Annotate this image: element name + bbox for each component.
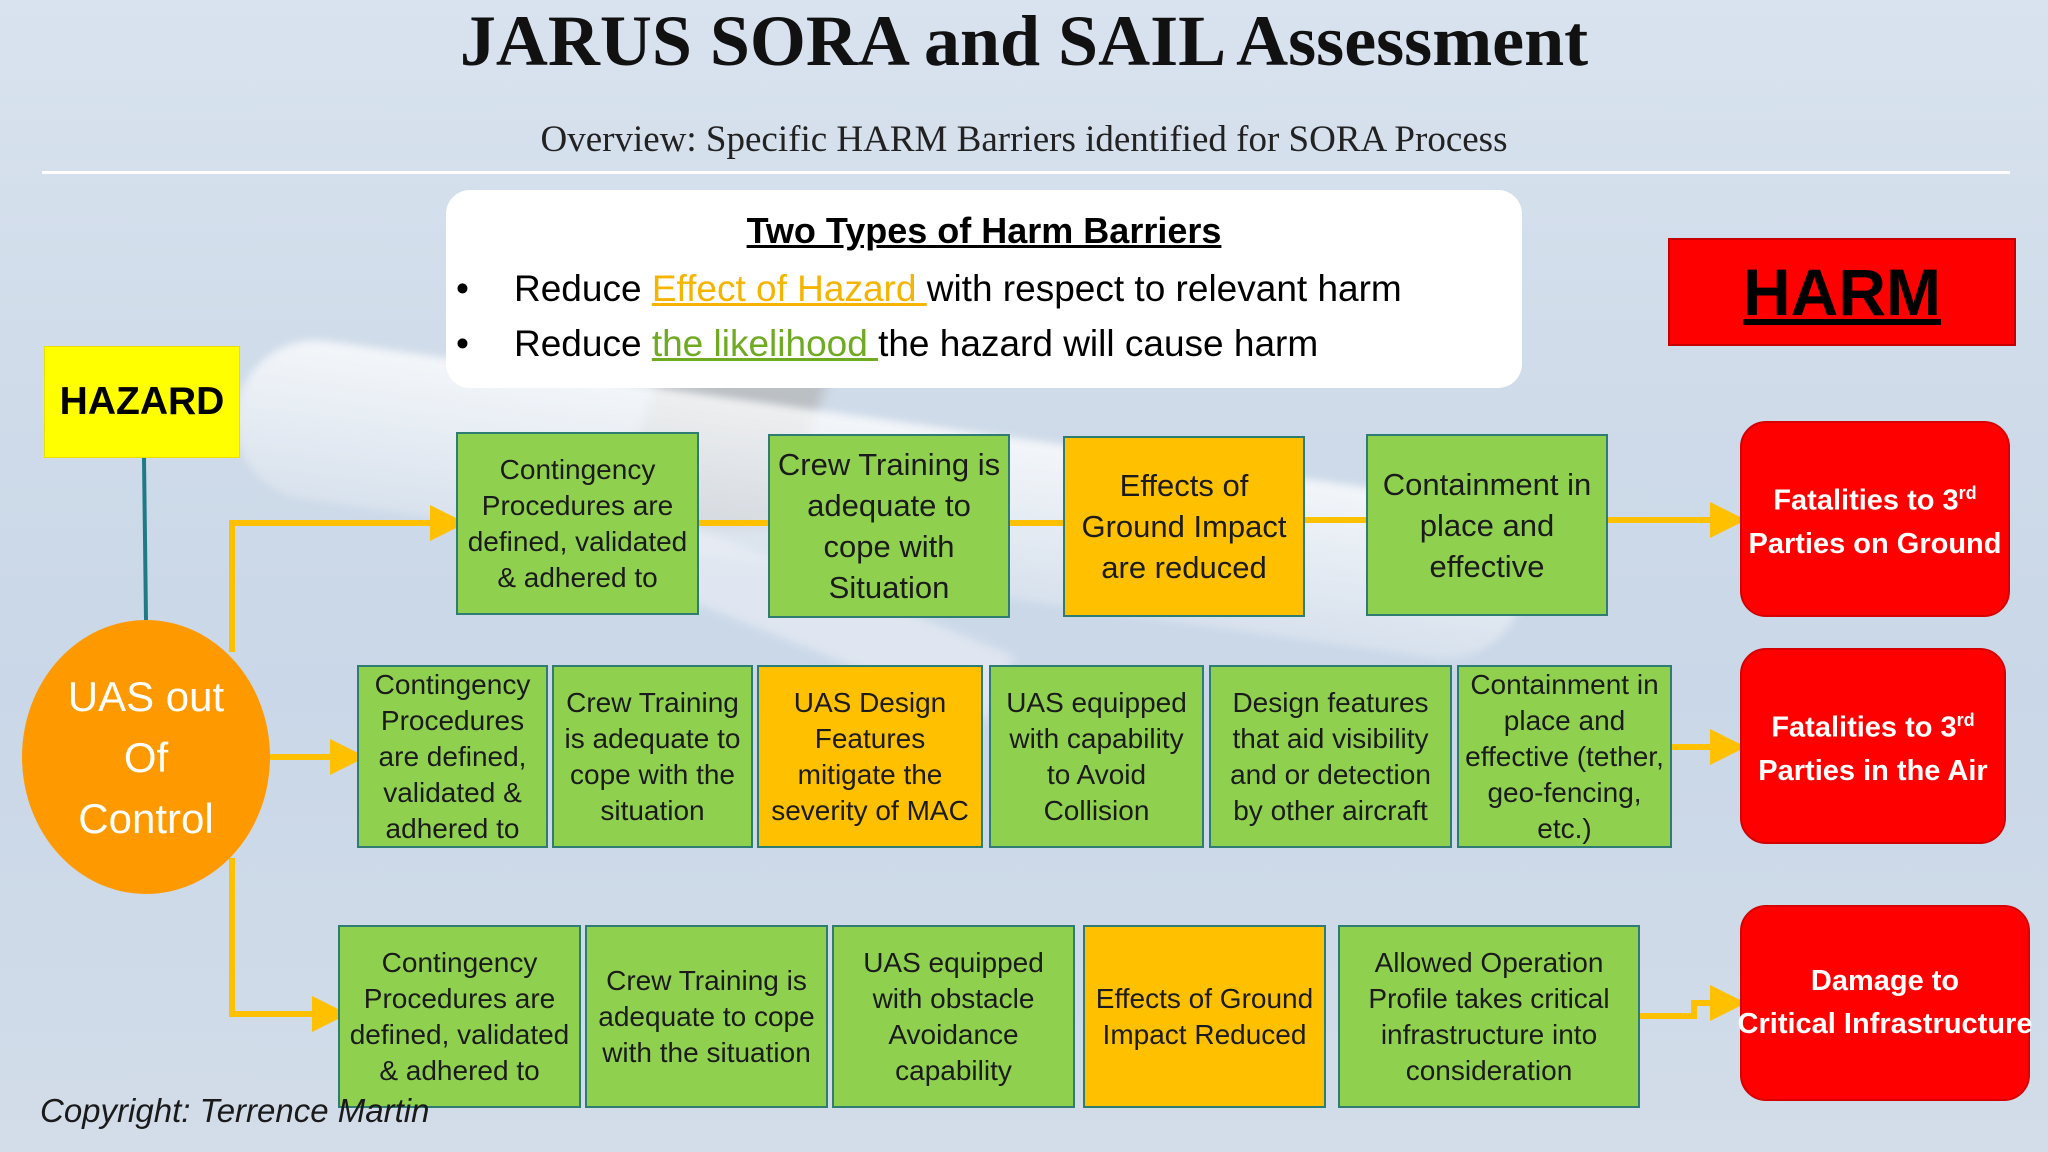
row3-outcome-critical-infrastructure: Damage to Critical Infrastructure (1737, 905, 2033, 1101)
harm-barrier-types-title: Two Types of Harm Barriers (746, 210, 1222, 251)
row3-barrier-ground-impact: Effects of Ground Impact Reduced (1083, 925, 1326, 1108)
row2-outcome-sup: rd (1956, 710, 1975, 731)
row2-barrier-containment-tether: Containment in place and effective (teth… (1457, 665, 1672, 848)
row2-outcome-line1: Fatalities to 3 (1771, 711, 1957, 744)
row3-outcome-line2: Critical Infrastructure (1737, 1008, 2033, 1040)
bullet-2-highlight: the likelihood (651, 323, 879, 364)
row1-outcome-line1: Fatalities to 3 (1773, 484, 1959, 517)
row3-barrier-contingency: Contingency Procedures are defined, vali… (338, 925, 581, 1108)
row2-barrier-contingency: Contingency Procedures are defined, vali… (357, 665, 548, 848)
row1-barrier-containment: Containment in place and effective (1366, 434, 1608, 616)
bullet-1-suffix: with respect to relevant harm (926, 268, 1402, 309)
row3-outcome-line1: Damage to (1810, 965, 1960, 997)
source-line-3: Control (78, 794, 214, 842)
page-subtitle: Overview: Specific HARM Barriers identif… (540, 119, 1508, 160)
page-title: JARUS SORA and SAIL Assessment (459, 1, 1589, 81)
row3-barrier-crew-training: Crew Training is adequate to cope with t… (585, 925, 828, 1108)
source-line-1: UAS out (67, 672, 225, 720)
row2-barrier-visibility-detection: Design features that aid visibility and … (1209, 665, 1452, 848)
bullet-1-highlight: Effect of Hazard (651, 268, 927, 309)
row2-barrier-crew-training: Crew Training is adequate to cope with t… (552, 665, 753, 848)
harm-barrier-types-panel: Two Types of Harm Barriers • Reduce Effec… (446, 190, 1522, 388)
header-divider (42, 171, 2010, 174)
harm-label-box: HARM (1668, 238, 2016, 346)
hazard-label-box: HAZARD (44, 346, 240, 458)
row3-barrier-obstacle-avoidance: UAS equipped with obstacle Avoidance cap… (832, 925, 1075, 1108)
bullet-glyph: • (456, 268, 469, 309)
branch-arrow-row1 (229, 505, 466, 652)
bullet-glyph: • (456, 323, 469, 364)
row1-barrier-crew-training: Crew Training is adequate to cope with S… (768, 434, 1010, 618)
row2-barrier-design-features-mac: UAS Design Features mitigate the severit… (757, 665, 983, 848)
row3-outcome-arrow (1640, 985, 1746, 1021)
bullet-2-suffix: the hazard will cause harm (878, 323, 1319, 364)
row1-barrier-contingency: Contingency Procedures are defined, vali… (456, 432, 699, 615)
row3-barrier-operation-profile: Allowed Operation Profile takes critical… (1338, 925, 1640, 1108)
uas-out-of-control-node: UAS out Of Control (22, 620, 270, 894)
harm-barrier-bullet-1: • Reduce Effect of Hazard with respect to… (456, 268, 1402, 310)
row1-barrier-ground-impact: Effects of Ground Impact are reduced (1063, 436, 1305, 617)
row1-outcome-sup: rd (1958, 483, 1977, 504)
copyright-notice: Copyright: Terrence Martin (40, 1092, 430, 1129)
row2-outcome-line2: Parties in the Air (1758, 754, 1988, 787)
bullet-1-prefix: Reduce (514, 268, 652, 309)
source-line-2: Of (123, 733, 169, 781)
branch-arrow-row3 (229, 858, 348, 1032)
bullet-2-prefix: Reduce (514, 323, 652, 364)
hazard-connector-line (142, 457, 148, 621)
row2-barrier-avoid-collision: UAS equipped with capability to Avoid Co… (989, 665, 1204, 848)
row1-outcome-line2: Parties on Ground (1748, 527, 2002, 560)
harm-barrier-bullet-2: • Reduce the likelihood the hazard will c… (456, 323, 1318, 365)
